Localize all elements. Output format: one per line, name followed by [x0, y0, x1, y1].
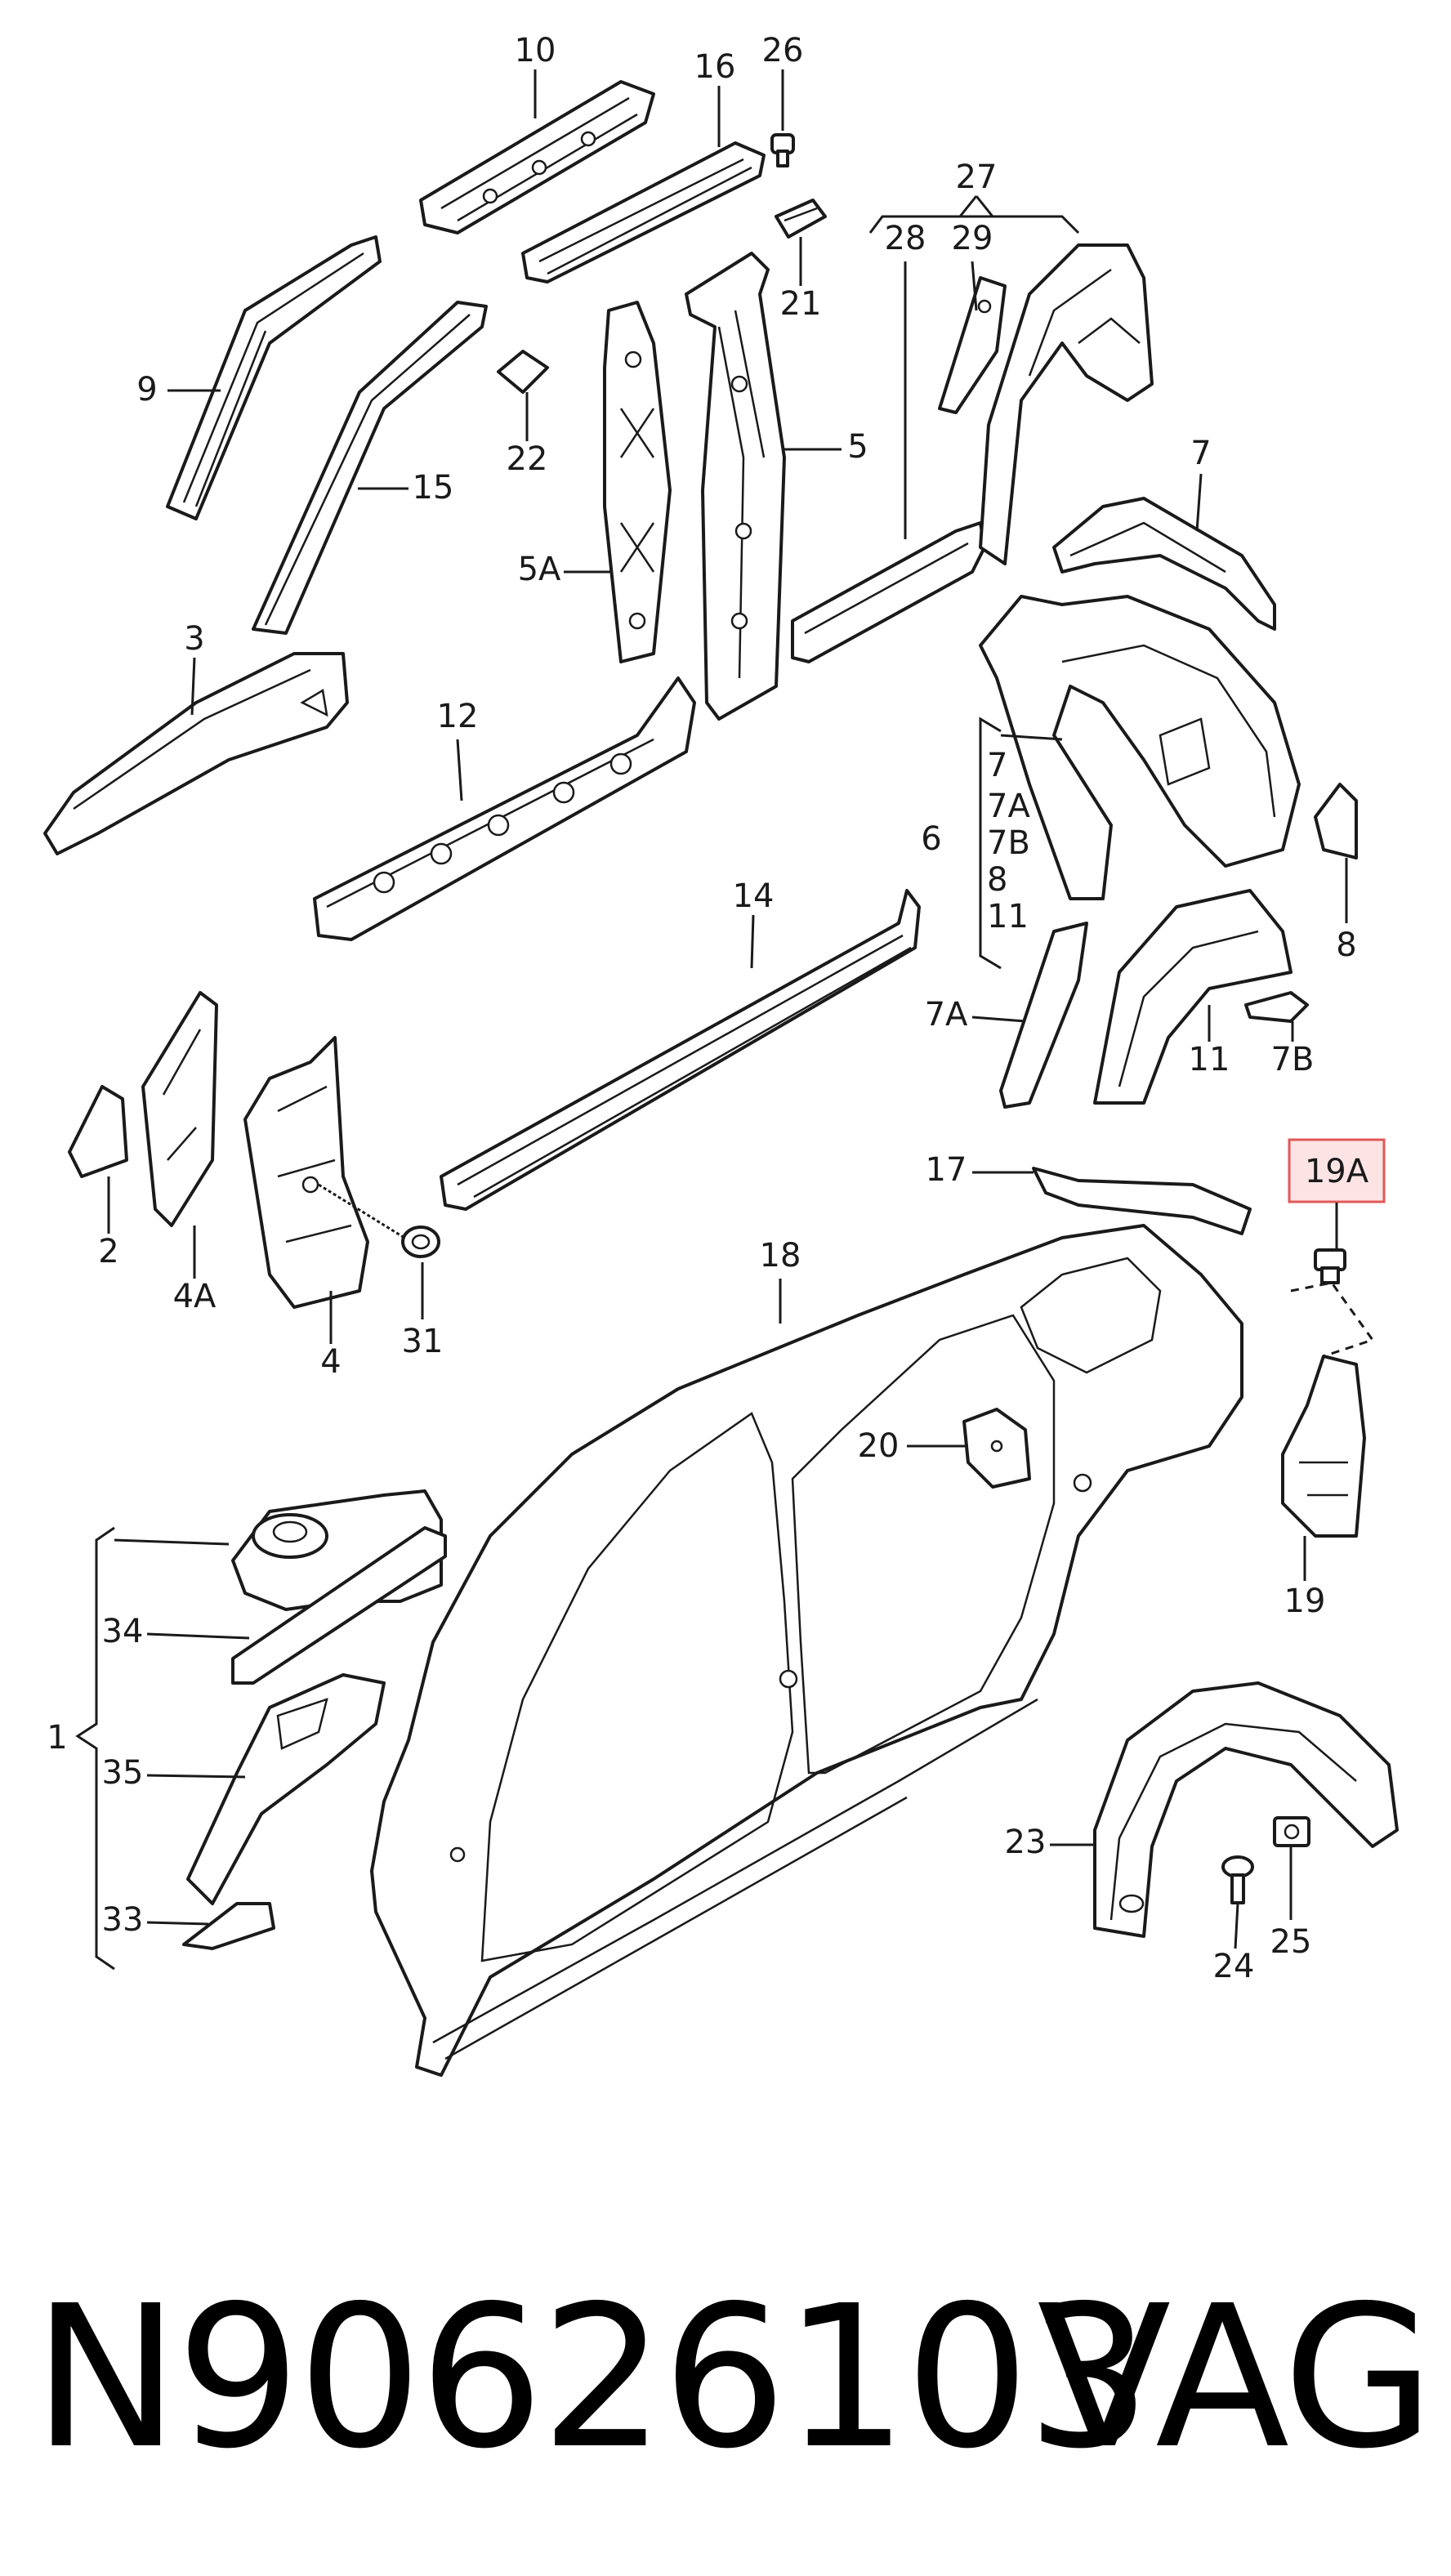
part-28[interactable]	[791, 521, 986, 663]
part-4[interactable]	[243, 1036, 369, 1309]
part-7B[interactable]	[1244, 991, 1309, 1023]
callout-25[interactable]: 25	[1270, 1923, 1312, 1961]
part-6[interactable]	[979, 595, 1301, 900]
part-11[interactable]	[1093, 889, 1293, 1105]
part-23[interactable]	[1093, 1681, 1399, 1938]
callout-5A[interactable]: 5A	[518, 551, 561, 588]
callout-17[interactable]: 17	[926, 1151, 967, 1189]
callout-16[interactable]: 16	[694, 48, 736, 86]
callout-6-list-3[interactable]: 7B	[987, 824, 1030, 862]
part-4A[interactable]	[141, 991, 218, 1227]
part-12[interactable]	[313, 676, 696, 941]
callout-19[interactable]: 19	[1284, 1583, 1326, 1620]
part-34[interactable]	[231, 1526, 447, 1685]
callout-6-list-4[interactable]: 8	[987, 861, 1007, 899]
part-21[interactable]	[775, 199, 827, 239]
callout-19A[interactable]: 19A	[1305, 1153, 1369, 1190]
part-18-body-side[interactable]	[370, 1224, 1243, 2077]
part-24[interactable]	[1221, 1855, 1254, 1904]
part-7-top[interactable]	[1052, 497, 1276, 631]
callout-7A[interactable]: 7A	[925, 996, 968, 1034]
callout-11[interactable]: 11	[1189, 1041, 1230, 1078]
callout-7B[interactable]: 7B	[1271, 1041, 1315, 1078]
callout-9[interactable]: 9	[136, 371, 157, 408]
callout-27[interactable]: 27	[956, 158, 998, 196]
callout-12[interactable]: 12	[437, 698, 479, 735]
callout-4A[interactable]: 4A	[173, 1278, 217, 1315]
part-29[interactable]	[938, 276, 1007, 414]
part-35[interactable]	[186, 1673, 386, 1905]
callout-5[interactable]: 5	[847, 428, 868, 466]
callout-18[interactable]: 18	[760, 1237, 801, 1275]
part-14[interactable]	[440, 889, 921, 1211]
parts-diagram: 10 16 26 21 9 15 22	[43, 32, 1399, 2077]
callout-14[interactable]: 14	[733, 877, 775, 915]
callout-6-list-1[interactable]: 7	[987, 747, 1007, 784]
callout-20[interactable]: 20	[858, 1427, 900, 1465]
callout-1[interactable]: 1	[47, 1719, 67, 1757]
callout-10[interactable]: 10	[515, 32, 556, 69]
part-31[interactable]	[401, 1225, 440, 1258]
part-10[interactable]	[419, 80, 655, 234]
part-8[interactable]	[1314, 783, 1358, 859]
callout-7-top[interactable]: 7	[1190, 435, 1211, 472]
part-9[interactable]	[166, 235, 382, 520]
part-5[interactable]	[685, 252, 786, 721]
callout-28[interactable]: 28	[885, 220, 926, 257]
part-16[interactable]	[521, 141, 766, 283]
part-27[interactable]	[979, 243, 1154, 565]
callout-35[interactable]: 35	[102, 1754, 144, 1792]
part-number: N90626103	[33, 2263, 1151, 2492]
callout-19A-box[interactable]: 19A	[1288, 1138, 1386, 1203]
callout-33[interactable]: 33	[102, 1901, 144, 1939]
part-26[interactable]	[770, 133, 795, 167]
part-5A[interactable]	[603, 301, 672, 663]
callout-26[interactable]: 26	[762, 32, 804, 69]
part-19[interactable]	[1281, 1355, 1366, 1538]
callout-8[interactable]: 8	[1336, 926, 1356, 964]
part-2[interactable]	[68, 1085, 128, 1178]
callout-23[interactable]: 23	[1005, 1824, 1047, 1861]
callout-2[interactable]: 2	[98, 1233, 118, 1270]
part-17[interactable]	[1032, 1167, 1252, 1235]
callout-34[interactable]: 34	[102, 1613, 144, 1650]
part-22[interactable]	[497, 350, 549, 394]
part-19A[interactable]	[1314, 1248, 1346, 1284]
part-15[interactable]	[252, 301, 488, 635]
callout-22[interactable]: 22	[507, 440, 548, 478]
callout-6-list-2[interactable]: 7A	[987, 788, 1030, 825]
callout-15[interactable]: 15	[413, 469, 454, 507]
callout-3[interactable]: 3	[184, 620, 204, 658]
callout-6[interactable]: 6	[921, 820, 941, 858]
part-7A[interactable]	[999, 922, 1088, 1109]
part-20[interactable]	[962, 1408, 1031, 1489]
part-25[interactable]	[1273, 1816, 1310, 1847]
callout-24[interactable]: 24	[1213, 1948, 1255, 1985]
callout-6-list-5[interactable]: 11	[987, 898, 1029, 935]
callout-21[interactable]: 21	[780, 285, 822, 323]
part-3[interactable]	[43, 652, 349, 855]
brand-name: VAG	[1037, 2263, 1435, 2492]
callout-31[interactable]: 31	[402, 1323, 444, 1360]
callout-4[interactable]: 4	[320, 1343, 341, 1381]
part-33[interactable]	[182, 1902, 275, 1950]
callout-29[interactable]: 29	[952, 220, 993, 257]
